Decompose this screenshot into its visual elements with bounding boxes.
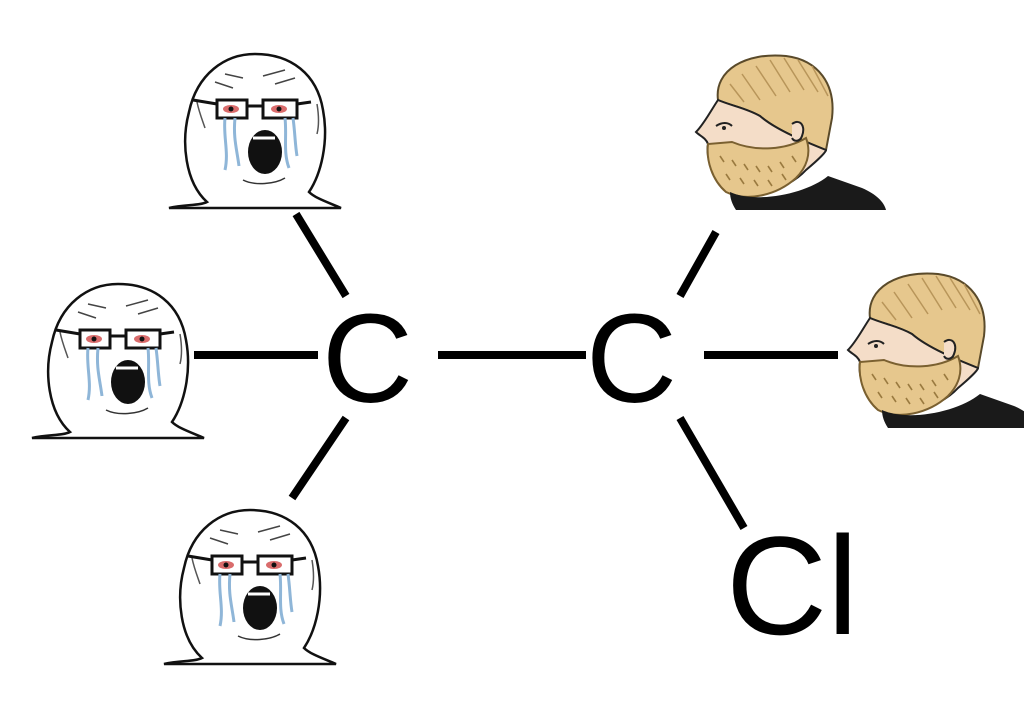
bond-c2-top — [676, 230, 720, 298]
crying-wojak-face-bottom — [162, 508, 338, 666]
bond-c1-top — [292, 211, 350, 299]
chlorine-atom: Cl — [726, 507, 859, 664]
bearded-chad-face-top — [695, 54, 887, 211]
carbon-atom-1: C — [322, 288, 413, 429]
bond-c1-bottom — [288, 415, 350, 501]
crying-wojak-face-left — [30, 282, 206, 440]
carbon-atom-2: C — [586, 288, 677, 429]
bond-c2-cl — [676, 415, 748, 531]
bearded-chad-face-right — [847, 272, 1024, 429]
crying-wojak-face-top — [167, 52, 343, 210]
